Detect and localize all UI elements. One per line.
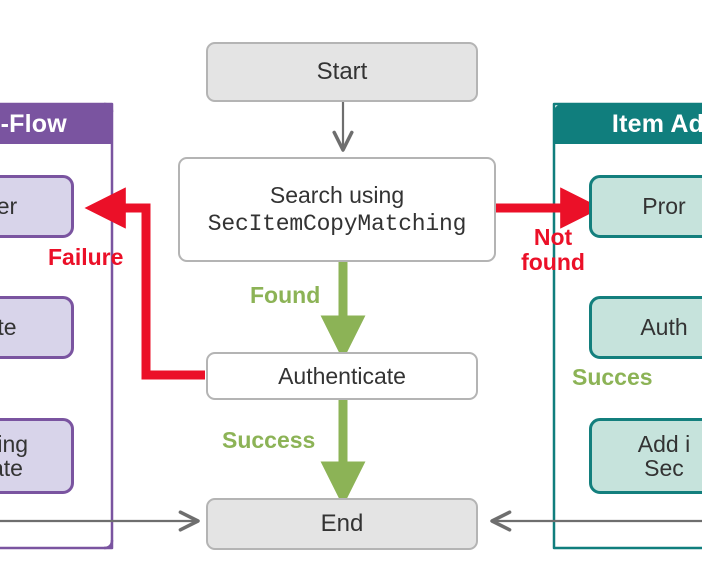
right-panel-header-label: Item Ad: [611, 109, 702, 138]
node-end[interactable]: End: [206, 498, 478, 550]
edge-failure: [84, 187, 205, 380]
node-start[interactable]: Start: [206, 42, 478, 102]
right-node-2[interactable]: Auth: [589, 296, 702, 359]
left-node-1[interactable]: er: [0, 175, 74, 238]
node-search[interactable]: Search using SecItemCopyMatching: [178, 157, 496, 262]
node-authenticate-label: Authenticate: [278, 362, 406, 389]
right-node-3-label-line2: Sec: [644, 455, 684, 481]
node-end-label: End: [320, 510, 364, 538]
left-node-1-label: er: [0, 193, 18, 220]
edge-label-failure: Failure: [48, 244, 124, 270]
left-node-2[interactable]: te: [0, 296, 74, 359]
right-node-2-label: Auth: [640, 314, 688, 341]
left-node-3[interactable]: sing ate: [0, 418, 74, 494]
left-panel-corner-bottom: [103, 539, 114, 550]
left-node-3-label-line1: sing: [0, 430, 29, 457]
edge-label-not-found-line2: found: [521, 249, 585, 275]
edge-label-found: Found: [250, 282, 321, 308]
node-authenticate[interactable]: Authenticate: [206, 352, 478, 400]
right-node-3-label-line1: Add i: [637, 430, 691, 457]
right-panel-header: Item Ad: [554, 104, 702, 144]
node-search-label-line1: Search using: [269, 182, 405, 209]
left-node-3-label-line2: ate: [0, 455, 23, 481]
right-node-1[interactable]: Pror: [589, 175, 702, 238]
left-panel-header: o-Flow: [0, 104, 112, 144]
edge-label-not-found-line1: Not: [533, 224, 573, 250]
left-node-2-label: te: [0, 314, 17, 341]
edge-label-right-success: Succes: [572, 364, 653, 390]
node-search-label-line2: SecItemCopyMatching: [207, 210, 467, 237]
edge-label-success: Success: [222, 427, 316, 453]
node-start-label: Start: [316, 58, 368, 86]
right-node-1-label: Pror: [642, 193, 686, 220]
right-node-3[interactable]: Add i Sec: [589, 418, 702, 494]
left-panel-header-label: o-Flow: [0, 109, 67, 138]
